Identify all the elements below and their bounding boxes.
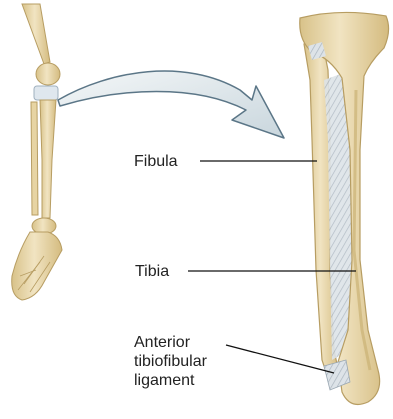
tibia-label: Tibia: [135, 262, 169, 281]
femur-bone: [22, 4, 50, 64]
fibula-thumbnail: [31, 102, 38, 215]
tibia-fibula-detail-icon: [300, 12, 389, 404]
ligament-label-line-2: tibiofibular: [134, 352, 207, 371]
ligament-leader-line: [226, 345, 334, 373]
fibula-label: Fibula: [134, 152, 178, 171]
highlight-region: [34, 86, 58, 100]
zoom-arrow-icon: [58, 71, 284, 138]
ligament-label-line-3: ligament: [134, 371, 207, 390]
ligament-label: Anterior tibiofibular ligament: [134, 333, 207, 390]
leg-skeleton-thumbnail-icon: [12, 4, 62, 300]
knee-joint: [36, 63, 60, 85]
ligament-label-line-1: Anterior: [134, 333, 207, 352]
tibia-thumbnail: [40, 100, 56, 218]
